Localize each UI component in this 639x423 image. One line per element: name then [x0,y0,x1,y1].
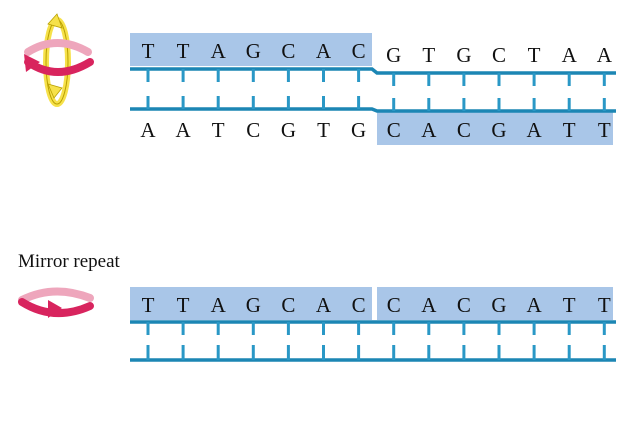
mirror-top-base: G [491,293,506,317]
top-base: G [246,39,261,63]
mirror-top-base: G [246,293,261,317]
bottom-base: C [387,118,401,142]
bottom-base: A [421,118,437,142]
mirror-repeat-label: Mirror repeat [18,251,120,272]
top-base: T [528,43,541,67]
mirror-top-base: A [527,293,543,317]
top-left-highlight [130,33,372,66]
mirror-right-highlight [377,287,613,320]
bottom-base: T [598,118,611,142]
top-base: C [492,43,506,67]
top-base: A [597,43,613,67]
bottom-base: T [212,118,225,142]
bottom-base: G [491,118,506,142]
top-base: G [386,43,401,67]
mirror-top-base: C [387,293,401,317]
bottom-right-highlight [377,112,613,145]
bottom-backbone [130,107,616,113]
mirror-top-base: C [352,293,366,317]
top-base: A [562,43,578,67]
mirror-top-base: T [177,293,190,317]
top-base: C [281,39,295,63]
top-base: G [456,43,471,67]
mirror-top-base: A [211,293,227,317]
mirror-top-base: C [281,293,295,317]
bottom-base: G [281,118,296,142]
mirror-top-base: A [421,293,437,317]
bottom-base: G [351,118,366,142]
bottom-base: C [457,118,471,142]
mirror-top-base: T [563,293,576,317]
bottom-base: A [527,118,543,142]
rotate-both-axes-icon [24,13,94,107]
top-base: A [211,39,227,63]
top-base: A [316,39,332,63]
bottom-base: A [140,118,156,142]
bottom-base: A [176,118,192,142]
mirror-top-base: C [457,293,471,317]
top-base: T [142,39,155,63]
mirror-left-highlight [130,287,372,320]
top-base: T [177,39,190,63]
mirror-top-base: T [142,293,155,317]
bottom-base: T [317,118,330,142]
rotate-horizontal-icon [18,287,94,318]
top-base: T [422,43,435,67]
mirror-top-base: A [316,293,332,317]
top-base: C [352,39,366,63]
bottom-base: T [563,118,576,142]
top-backbone [130,67,616,75]
bottom-base: C [246,118,260,142]
mirror-top-base: T [598,293,611,317]
